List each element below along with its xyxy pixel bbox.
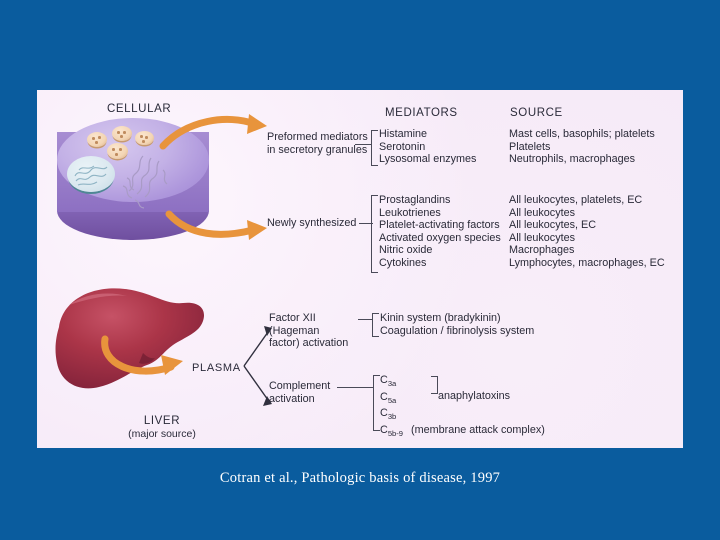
complement-item: C3a: [380, 374, 545, 391]
source-item: Lymphocytes, macrophages, EC: [509, 256, 665, 269]
liver-illustration: [47, 275, 227, 425]
complement-base: C: [380, 374, 388, 386]
source-item: All leukocytes: [509, 206, 576, 219]
connector-factor: [358, 319, 372, 320]
mediator-item: Coagulation / fibrinolysis system: [380, 324, 535, 337]
liver-sublabel-text: (major source): [128, 428, 196, 440]
complement-sub: 5a: [387, 395, 397, 405]
endoplasmic-reticulum-icon: [122, 155, 168, 209]
group-label-factor-xii: Factor XII (Hageman factor) activation: [269, 312, 369, 350]
source-header: SOURCE: [510, 107, 563, 119]
liver-shape-icon: [55, 288, 205, 389]
mediator-item: Kinin system (bradykinin): [380, 312, 501, 324]
bracket-complement: [373, 375, 380, 431]
liver-label-text: LIVER: [143, 415, 181, 427]
bracket-newly: [371, 195, 378, 273]
plasma-label: PLASMA: [192, 362, 241, 374]
complement-items-list: C3a C5a anaphylatoxins C3b C5b-9(membran…: [380, 374, 545, 441]
group-label-preformed-line1: Preformed mediators: [267, 131, 368, 143]
group-label-newly-line1: Newly synthesized: [267, 217, 357, 229]
mediator-item: Activated oxygen species: [379, 231, 501, 244]
group-label-factor-line2: factor) activation: [269, 337, 349, 350]
bracket-factor: [372, 313, 379, 337]
bracket-anaphylatoxins: [431, 376, 438, 394]
connector-complement: [337, 387, 373, 388]
mediator-item: Lysosomal enzymes: [379, 153, 477, 166]
complement-base: C: [380, 423, 388, 436]
mediator-item: Cytokines: [379, 256, 427, 269]
anaphylatoxins-label: anaphylatoxins: [438, 389, 511, 402]
mediators-list-factor-xii: Kinin system (bradykinin) Coagulation / …: [380, 312, 534, 337]
complement-item: C5b-9 (membrane attack complex): [380, 424, 545, 441]
mediator-item: Prostaglandins: [379, 194, 451, 206]
slide-caption: Cotran et al., Pathologic basis of disea…: [219, 470, 501, 486]
liver-label: LIVER (major source): [117, 415, 207, 441]
group-label-factor-line1: Factor XII (Hageman: [269, 312, 320, 337]
mediator-item: Platelet-activating factors: [379, 219, 500, 232]
mediator-item: Leukotrienes: [379, 206, 441, 219]
nucleus-icon: [67, 156, 115, 192]
secretory-granule-icon: [135, 131, 154, 145]
group-label-complement-line1: Complement: [269, 380, 331, 392]
bracket-preformed: [371, 130, 378, 166]
source-item: All leukocytes: [509, 231, 576, 244]
mediators-list-preformed: Histamine Serotonin Lysosomal enzymes: [379, 128, 476, 166]
figure-panel: CELLULAR MEDIATORS SOURCE: [37, 90, 683, 448]
plasma-branch-arrows-icon: [243, 326, 272, 406]
group-label-preformed-line2: in secretory granules: [267, 143, 368, 156]
connector-preformed: [355, 144, 371, 145]
secretory-granule-icon: [112, 126, 132, 141]
chromatin-squiggle-icon: [74, 165, 108, 186]
mediator-item: Histamine: [379, 128, 428, 140]
arrow-granules-to-preformed-icon: [159, 114, 267, 150]
complement-sub: 3a: [387, 379, 397, 389]
arrow-er-to-newly-synthesized-icon: [165, 210, 267, 240]
mediator-item: Nitric oxide: [379, 244, 433, 257]
group-label-newly-synthesized: Newly synthesized: [267, 217, 367, 230]
sources-list-preformed: Mast cells, basophils; platelets Platele…: [509, 128, 655, 166]
complement-sub: 3b: [387, 412, 397, 422]
mediator-item: Serotonin: [379, 140, 426, 153]
secretory-granule-icon: [87, 132, 107, 147]
complement-base: C: [380, 390, 388, 403]
cellular-header: CELLULAR: [107, 103, 172, 115]
complement-item: C5a anaphylatoxins: [380, 389, 545, 408]
source-item: All leukocytes, platelets, EC: [509, 194, 643, 206]
membrane-attack-complex-label: (membrane attack complex): [411, 423, 545, 436]
group-label-complement: Complement activation: [269, 380, 359, 405]
arrow-liver-to-plasma-icon: [101, 335, 183, 375]
source-item: Mast cells, basophils; platelets: [509, 128, 655, 140]
group-label-complement-line2: activation: [269, 392, 315, 405]
group-label-preformed: Preformed mediators in secretory granule…: [267, 131, 372, 156]
secretory-granule-icon: [107, 143, 128, 159]
source-item: Macrophages: [509, 244, 575, 257]
complement-sub: 5b-9: [387, 429, 404, 439]
complement-base: C: [380, 407, 388, 420]
connector-newly: [359, 223, 373, 224]
mediators-list-newly: Prostaglandins Leukotrienes Platelet-act…: [379, 194, 501, 270]
source-item: All leukocytes, EC: [509, 219, 597, 232]
source-item: Neutrophils, macrophages: [509, 153, 636, 166]
source-item: Platelets: [509, 140, 551, 153]
sources-list-newly: All leukocytes, platelets, EC All leukoc…: [509, 194, 665, 270]
mediators-header: MEDIATORS: [385, 107, 458, 119]
complement-item: C3b: [380, 407, 545, 424]
